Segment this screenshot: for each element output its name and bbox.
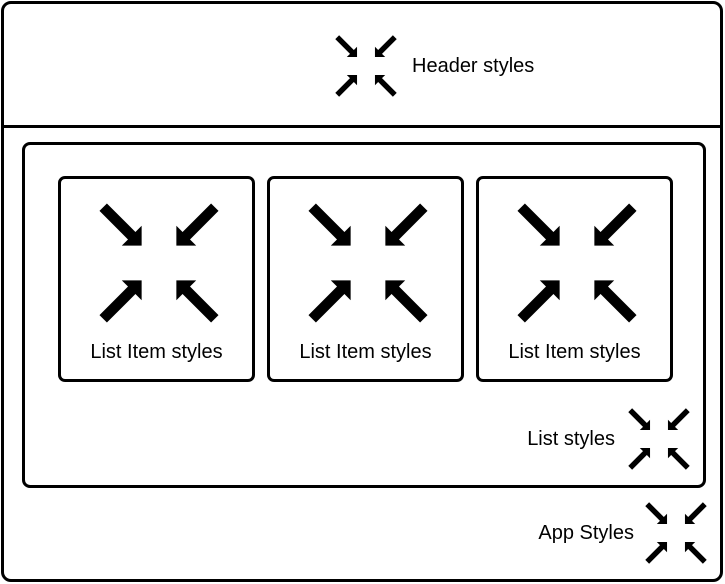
- list-label: List styles: [527, 427, 615, 450]
- list-footer: List styles: [527, 407, 691, 471]
- list-item: List Item styles: [476, 176, 673, 382]
- collapse-arrows-icon: [515, 201, 639, 325]
- list-item-label: List Item styles: [508, 341, 641, 363]
- list-item: List Item styles: [267, 176, 464, 382]
- header-section: Header styles: [4, 4, 720, 128]
- list-section: List Item styles List Item styles List I…: [22, 142, 706, 488]
- header-label: Header styles: [412, 54, 535, 77]
- collapse-arrows-icon: [97, 201, 221, 325]
- collapse-arrows-icon: [627, 407, 691, 471]
- collapse-arrows-icon: [644, 501, 708, 565]
- collapse-arrows-icon: [306, 201, 430, 325]
- list-item: List Item styles: [58, 176, 255, 382]
- collapse-arrows-icon: [334, 34, 398, 98]
- header-content: Header styles: [334, 34, 534, 98]
- app-label: App Styles: [538, 521, 634, 544]
- app-footer: App Styles: [538, 501, 708, 565]
- list-item-label: List Item styles: [299, 341, 432, 363]
- list-item-label: List Item styles: [90, 341, 223, 363]
